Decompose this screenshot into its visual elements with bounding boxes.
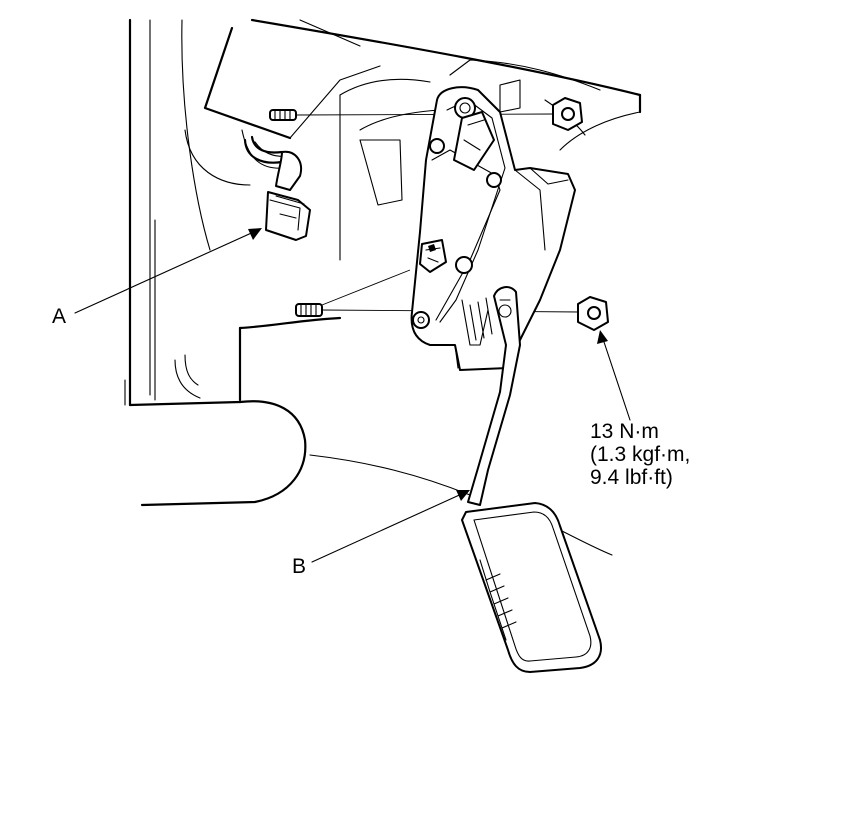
- dashboard-outline: [124, 18, 642, 556]
- upper-nut: [552, 97, 583, 131]
- upper-stud: [269, 109, 556, 121]
- harness-connector: [243, 135, 311, 241]
- torque-spec: 13 N·m (1.3 kgf·m, 9.4 lbf·ft): [590, 420, 690, 489]
- callout-b-label: B: [292, 555, 307, 578]
- torque-spec-line-2: (1.3 kgf·m,: [590, 443, 691, 466]
- pedal-sensor-block: [419, 111, 495, 273]
- pedal-bracket: [410, 86, 576, 371]
- callout-a-label: A: [52, 305, 67, 328]
- pedal-arm: [467, 286, 521, 506]
- pedal-pad: [461, 502, 602, 673]
- lower-nut: [577, 296, 609, 331]
- leader-b: [311, 490, 470, 563]
- leader-torque: [597, 330, 631, 421]
- torque-spec-line-1: 13 N·m: [590, 420, 659, 443]
- leader-a: [74, 228, 262, 314]
- torque-spec-line-3: 9.4 lbf·ft): [590, 466, 673, 489]
